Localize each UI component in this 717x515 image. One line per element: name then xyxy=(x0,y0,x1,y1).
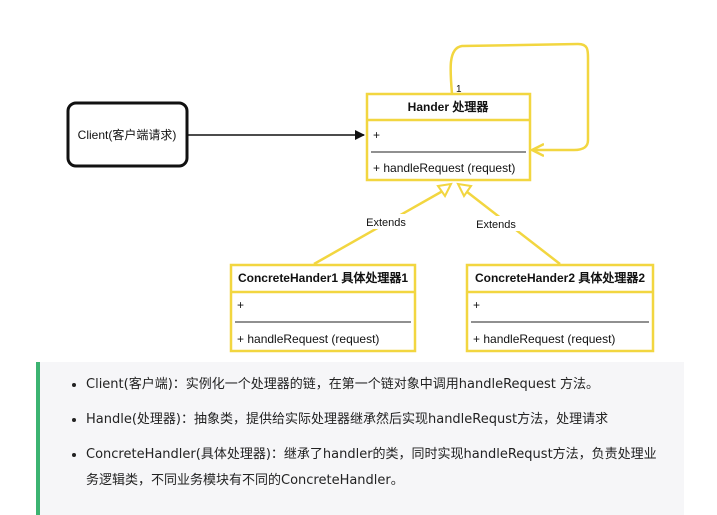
concrete-handler-1-attribute: + xyxy=(237,298,244,312)
concrete-handler-1-method: + handleRequest (request) xyxy=(237,332,379,346)
note-item-client: Client(客户端)：实例化一个处理器的链，在第一个链对象中调用handleR… xyxy=(86,372,668,398)
note-item-concrete-handler: ConcreteHandler(具体处理器)：继承了handler的类，同时实现… xyxy=(86,442,668,494)
chain-of-responsibility-diagram: Client(客户端请求) 1 Hander 处理器 + + handleReq… xyxy=(66,42,655,353)
notes-block: Client(客户端)：实例化一个处理器的链，在第一个链对象中调用handleR… xyxy=(36,362,684,515)
concrete-handler-1-title: ConcreteHander1 具体处理器1 xyxy=(238,270,408,285)
client-box: Client(客户端请求) xyxy=(66,101,189,168)
concrete-handler-2-method: + handleRequest (request) xyxy=(473,332,615,346)
extends-label-right: Extends xyxy=(476,219,516,231)
extends-label-left: Extends xyxy=(366,217,406,229)
concrete-handler-2-attribute: + xyxy=(473,298,480,312)
handler-title: Hander 处理器 xyxy=(408,99,490,114)
handler-method: + handleRequest (request) xyxy=(373,161,515,175)
concrete-handler-1-class: ConcreteHander1 具体处理器1 + + handleRequest… xyxy=(229,263,417,353)
handler-attribute: + xyxy=(373,128,380,142)
client-label: Client(客户端请求) xyxy=(78,127,177,142)
handler-class: Hander 处理器 + + handleRequest (request) xyxy=(365,92,532,182)
note-item-handler: Handle(处理器)：抽象类，提供给实际处理器继承然后实现handleRequ… xyxy=(86,407,668,433)
notes-list: Client(客户端)：实例化一个处理器的链，在第一个链对象中调用handleR… xyxy=(68,372,668,494)
multiplicity-label: 1 xyxy=(456,84,462,95)
successor-self-loop xyxy=(449,42,590,150)
concrete-handler-2-title: ConcreteHander2 具体处理器2 xyxy=(475,270,645,285)
concrete-handler-2-class: ConcreteHander2 具体处理器2 + + handleRequest… xyxy=(465,263,655,353)
